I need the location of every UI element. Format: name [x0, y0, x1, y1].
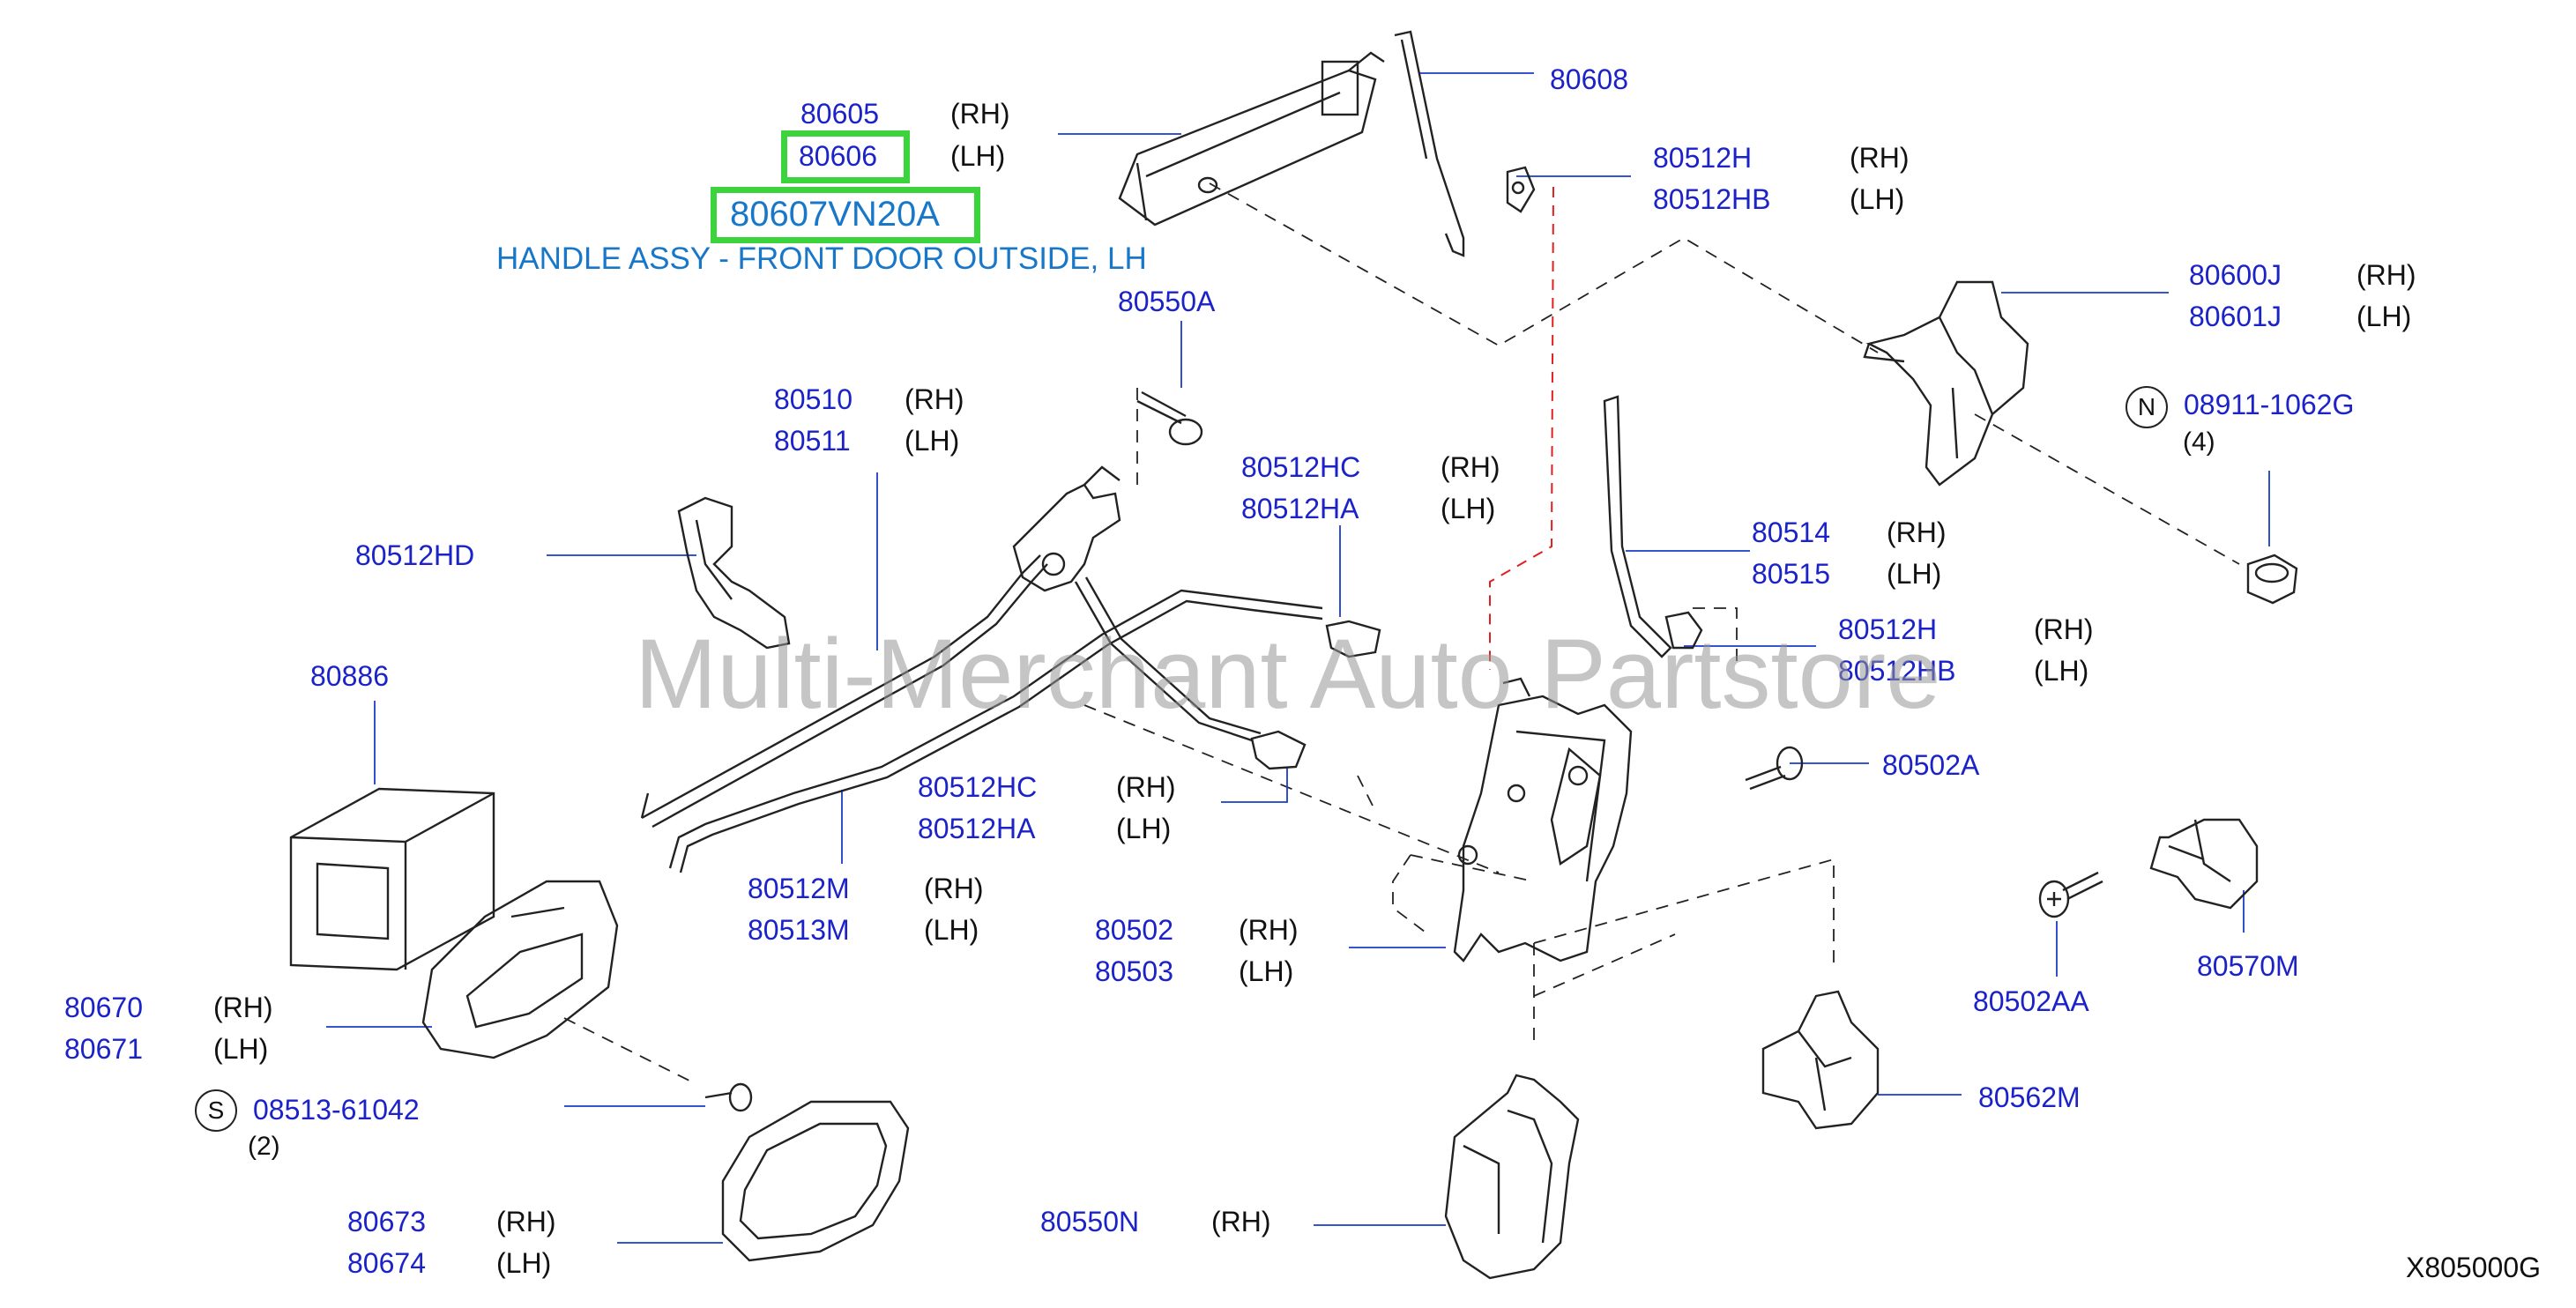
outside-handle-bracket-sketch — [1863, 280, 2029, 487]
bolt-sketch — [1136, 390, 1203, 446]
side-80512hb-mid: (LH) — [2034, 655, 2089, 687]
outside-rod-sketch — [1394, 30, 1465, 257]
side-80510: (RH) — [905, 383, 964, 415]
actuator-lower-sketch — [1444, 1074, 1580, 1280]
qty-08911-1062g: (4) — [2183, 427, 2215, 457]
diagram-reference: X805000G — [2405, 1252, 2541, 1283]
callout-80605[interactable]: 80605 — [800, 98, 879, 130]
callout-80600j[interactable]: 80600J — [2189, 259, 2282, 291]
callout-80606[interactable]: 80606 — [799, 140, 877, 172]
callout-80502aa[interactable]: 80502AA — [1973, 985, 2089, 1017]
rod-clip-lower-sketch — [1250, 730, 1307, 770]
side-80512hc-top: (RH) — [1441, 451, 1500, 483]
callout-80502[interactable]: 80502 — [1095, 914, 1173, 946]
callout-08513-61042[interactable]: 08513-61042 — [253, 1094, 420, 1126]
side-80513m: (LH) — [924, 914, 979, 946]
callout-80515[interactable]: 80515 — [1752, 558, 1830, 590]
lever-bracket-sketch — [1012, 465, 1121, 592]
callout-80514[interactable]: 80514 — [1752, 517, 1830, 548]
side-80670: (RH) — [213, 992, 273, 1023]
screw-small-sketch — [704, 1082, 753, 1112]
side-80512h-mid: (RH) — [2034, 613, 2094, 645]
callout-80510[interactable]: 80510 — [774, 383, 852, 415]
selected-part-caption: HANDLE ASSY - FRONT DOOR OUTSIDE, LH — [496, 242, 1147, 276]
leader-lines — [326, 72, 2270, 1244]
callout-80512h-mid[interactable]: 80512H — [1838, 613, 1938, 645]
highlight-80606 — [781, 130, 910, 183]
callout-80550n[interactable]: 80550N — [1040, 1206, 1140, 1237]
lock-rod-long-sketch — [640, 554, 1048, 829]
side-80605: (RH) — [950, 98, 1010, 130]
callout-80550a[interactable]: 80550A — [1118, 286, 1216, 317]
side-80673: (RH) — [496, 1206, 556, 1237]
qty-08513-61042: (2) — [248, 1132, 280, 1161]
side-80512m: (RH) — [924, 873, 984, 904]
callout-80608[interactable]: 80608 — [1550, 63, 1628, 95]
callout-s-symbol: S — [195, 1089, 237, 1132]
side-80502: (RH) — [1239, 914, 1299, 946]
latch-assembly-sketch — [1453, 677, 1633, 962]
callout-80502a[interactable]: 80502A — [1882, 749, 1980, 781]
striker-bracket-sketch — [2149, 818, 2259, 910]
callout-80570m[interactable]: 80570M — [2197, 950, 2299, 982]
callout-80511[interactable]: 80511 — [774, 425, 851, 457]
side-80512hb-top: (LH) — [1850, 183, 1905, 215]
callout-80601j[interactable]: 80601J — [2189, 301, 2282, 332]
side-80674: (LH) — [496, 1247, 552, 1279]
side-80512ha-mid: (LH) — [1116, 813, 1172, 844]
callout-80886[interactable]: 80886 — [310, 660, 389, 692]
side-80515: (LH) — [1887, 558, 1942, 590]
callout-n-symbol: N — [2126, 386, 2168, 428]
side-80671: (LH) — [213, 1033, 269, 1065]
inner-rod-sketch — [1074, 576, 1262, 742]
callout-80512m[interactable]: 80512M — [748, 873, 850, 904]
actuator-small-sketch — [1761, 990, 1880, 1130]
callout-80512ha-mid[interactable]: 80512HA — [918, 813, 1036, 844]
callout-80513m[interactable]: 80513M — [748, 914, 850, 946]
side-80512h-top: (RH) — [1850, 142, 1910, 174]
callout-80503[interactable]: 80503 — [1095, 955, 1173, 987]
side-80550n: (RH) — [1211, 1206, 1271, 1237]
callout-08911-1062g[interactable]: 08911-1062G — [2184, 389, 2355, 420]
assembly-dashed-lines — [563, 182, 2240, 1085]
watermark: Multi-Merchant Auto Partstore — [635, 619, 1941, 729]
pad-sketch — [289, 787, 495, 971]
callout-80671[interactable]: 80671 — [64, 1033, 143, 1065]
side-80514: (RH) — [1887, 517, 1947, 548]
callout-80512hc-top[interactable]: 80512HC — [1241, 451, 1361, 483]
side-80601j: (LH) — [2356, 301, 2412, 332]
callout-80562m[interactable]: 80562M — [1978, 1081, 2081, 1113]
lock-knob-rod-sketch — [1603, 395, 1672, 658]
callout-80512hd[interactable]: 80512HD — [355, 539, 475, 571]
selected-part-number[interactable]: 80607VN20A — [730, 195, 940, 234]
callout-80512hb-top[interactable]: 80512HB — [1653, 183, 1771, 215]
callout-80512hb-mid[interactable]: 80512HB — [1838, 655, 1956, 687]
lock-rod-lower-sketch — [668, 589, 1323, 873]
clip-holder-sketch — [677, 496, 791, 650]
side-80512hc-mid: (RH) — [1116, 771, 1176, 803]
screw-right-sketch — [1745, 746, 1804, 791]
callout-80512h-top[interactable]: 80512H — [1653, 142, 1753, 174]
rod-clip-upper-sketch — [1325, 620, 1381, 658]
side-80600j: (RH) — [2356, 259, 2416, 291]
clip-top-sketch — [1506, 166, 1536, 213]
escutcheon-sketch — [721, 1100, 910, 1262]
callout-80512ha-top[interactable]: 80512HA — [1241, 493, 1359, 524]
side-80511: (LH) — [905, 425, 960, 457]
rod-clip-right-sketch — [1664, 611, 1703, 650]
outside-handle-sketch — [1118, 51, 1385, 227]
callout-80674[interactable]: 80674 — [347, 1247, 426, 1279]
callout-80673[interactable]: 80673 — [347, 1206, 426, 1237]
callout-80670[interactable]: 80670 — [64, 992, 143, 1023]
striker-screw-sketch — [2038, 871, 2103, 918]
callout-80512hc-mid[interactable]: 80512HC — [918, 771, 1038, 803]
inside-handle-sketch — [421, 880, 619, 1059]
side-80606: (LH) — [950, 140, 1006, 172]
nut-sketch — [2246, 554, 2298, 605]
side-80503: (LH) — [1239, 955, 1294, 987]
side-80512ha-top: (LH) — [1441, 493, 1496, 524]
highlight-selected-part — [711, 187, 980, 243]
